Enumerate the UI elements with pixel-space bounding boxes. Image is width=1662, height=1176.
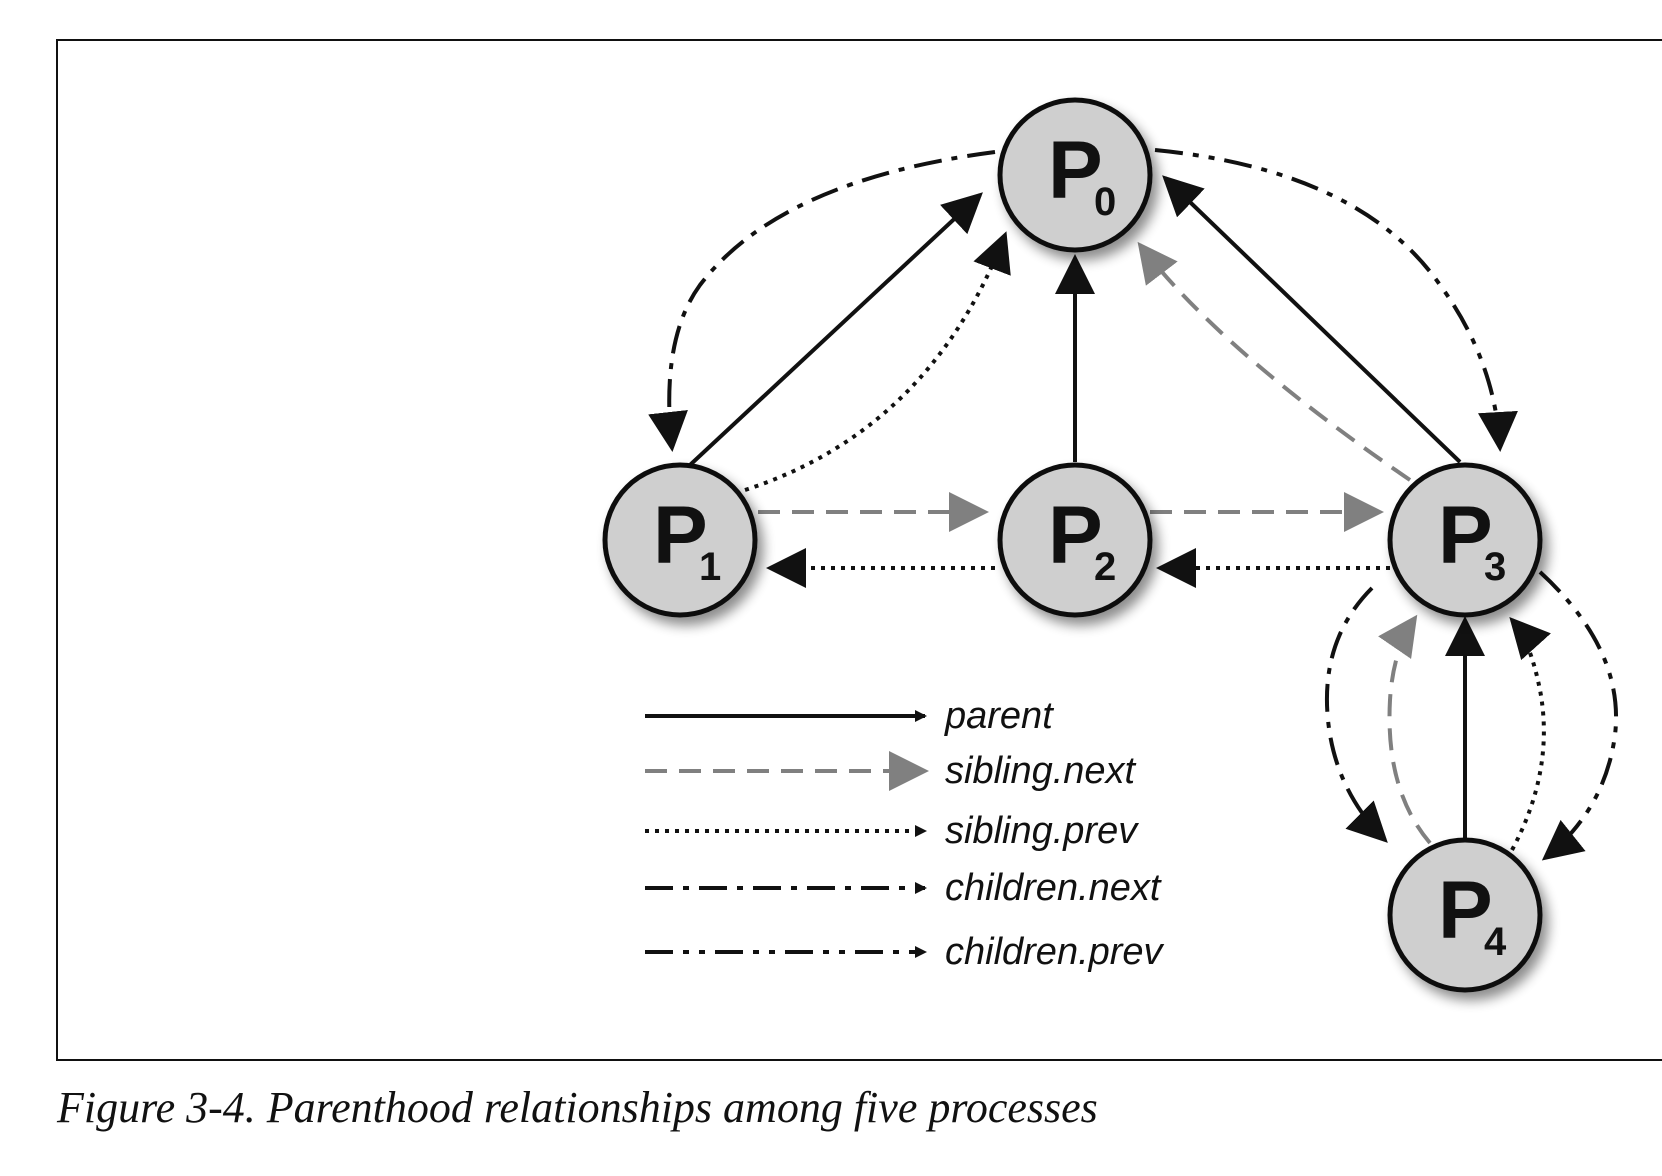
edge-children-next-p3-p4	[1324, 586, 1388, 843]
legend-label-children-next: children.next	[945, 867, 1162, 909]
legend-item-children-prev: children.prev	[645, 931, 1165, 973]
node-p4-letter: P	[1438, 865, 1493, 956]
edge-parent-p3-p0	[1162, 175, 1462, 464]
node-p1-sub: 1	[699, 545, 721, 589]
edge-sibling-next-p4-p3	[1378, 614, 1432, 845]
node-p0-letter: P	[1048, 125, 1103, 216]
edge-sibling-prev-p1-p0	[744, 231, 1011, 492]
edge-parent-p1-p0	[688, 192, 983, 467]
edge-children-prev-p3-p4	[1538, 570, 1618, 861]
node-p0-sub: 0	[1094, 180, 1116, 224]
node-p0: P 0	[997, 97, 1153, 253]
figure-border	[56, 39, 1662, 1061]
legend-label-children-prev: children.prev	[945, 931, 1165, 973]
node-p2: P 2	[997, 462, 1153, 618]
legend: parent sibling.next sibling.prev childre…	[645, 695, 1165, 973]
node-p4-sub: 4	[1484, 920, 1507, 964]
node-p3-sub: 3	[1484, 545, 1506, 589]
edge-children-next-p0-p1	[648, 150, 996, 452]
edge-children-prev-p0-p3	[1154, 148, 1518, 452]
legend-item-parent: parent	[645, 695, 1054, 737]
legend-item-children-next: children.next	[645, 867, 1162, 909]
node-p1-letter: P	[653, 490, 708, 581]
node-p2-sub: 2	[1094, 545, 1116, 589]
figure-caption: Figure 3-4. Parenthood relationships amo…	[57, 1083, 1098, 1132]
legend-item-sibling-prev: sibling.prev	[645, 810, 1139, 852]
legend-label-sibling-prev: sibling.prev	[945, 810, 1139, 852]
node-p3: P 3	[1387, 462, 1543, 618]
legend-item-sibling-next: sibling.next	[645, 750, 1137, 792]
edge-sibling-next-p3-p0	[1137, 241, 1412, 482]
node-p3-letter: P	[1438, 490, 1493, 581]
node-p4: P 4	[1387, 837, 1543, 993]
legend-label-sibling-next: sibling.next	[945, 750, 1137, 792]
edge-sibling-prev-p4-p3	[1509, 617, 1551, 851]
node-p2-letter: P	[1048, 490, 1103, 581]
legend-label-parent: parent	[944, 695, 1054, 737]
node-p1: P 1	[602, 462, 758, 618]
